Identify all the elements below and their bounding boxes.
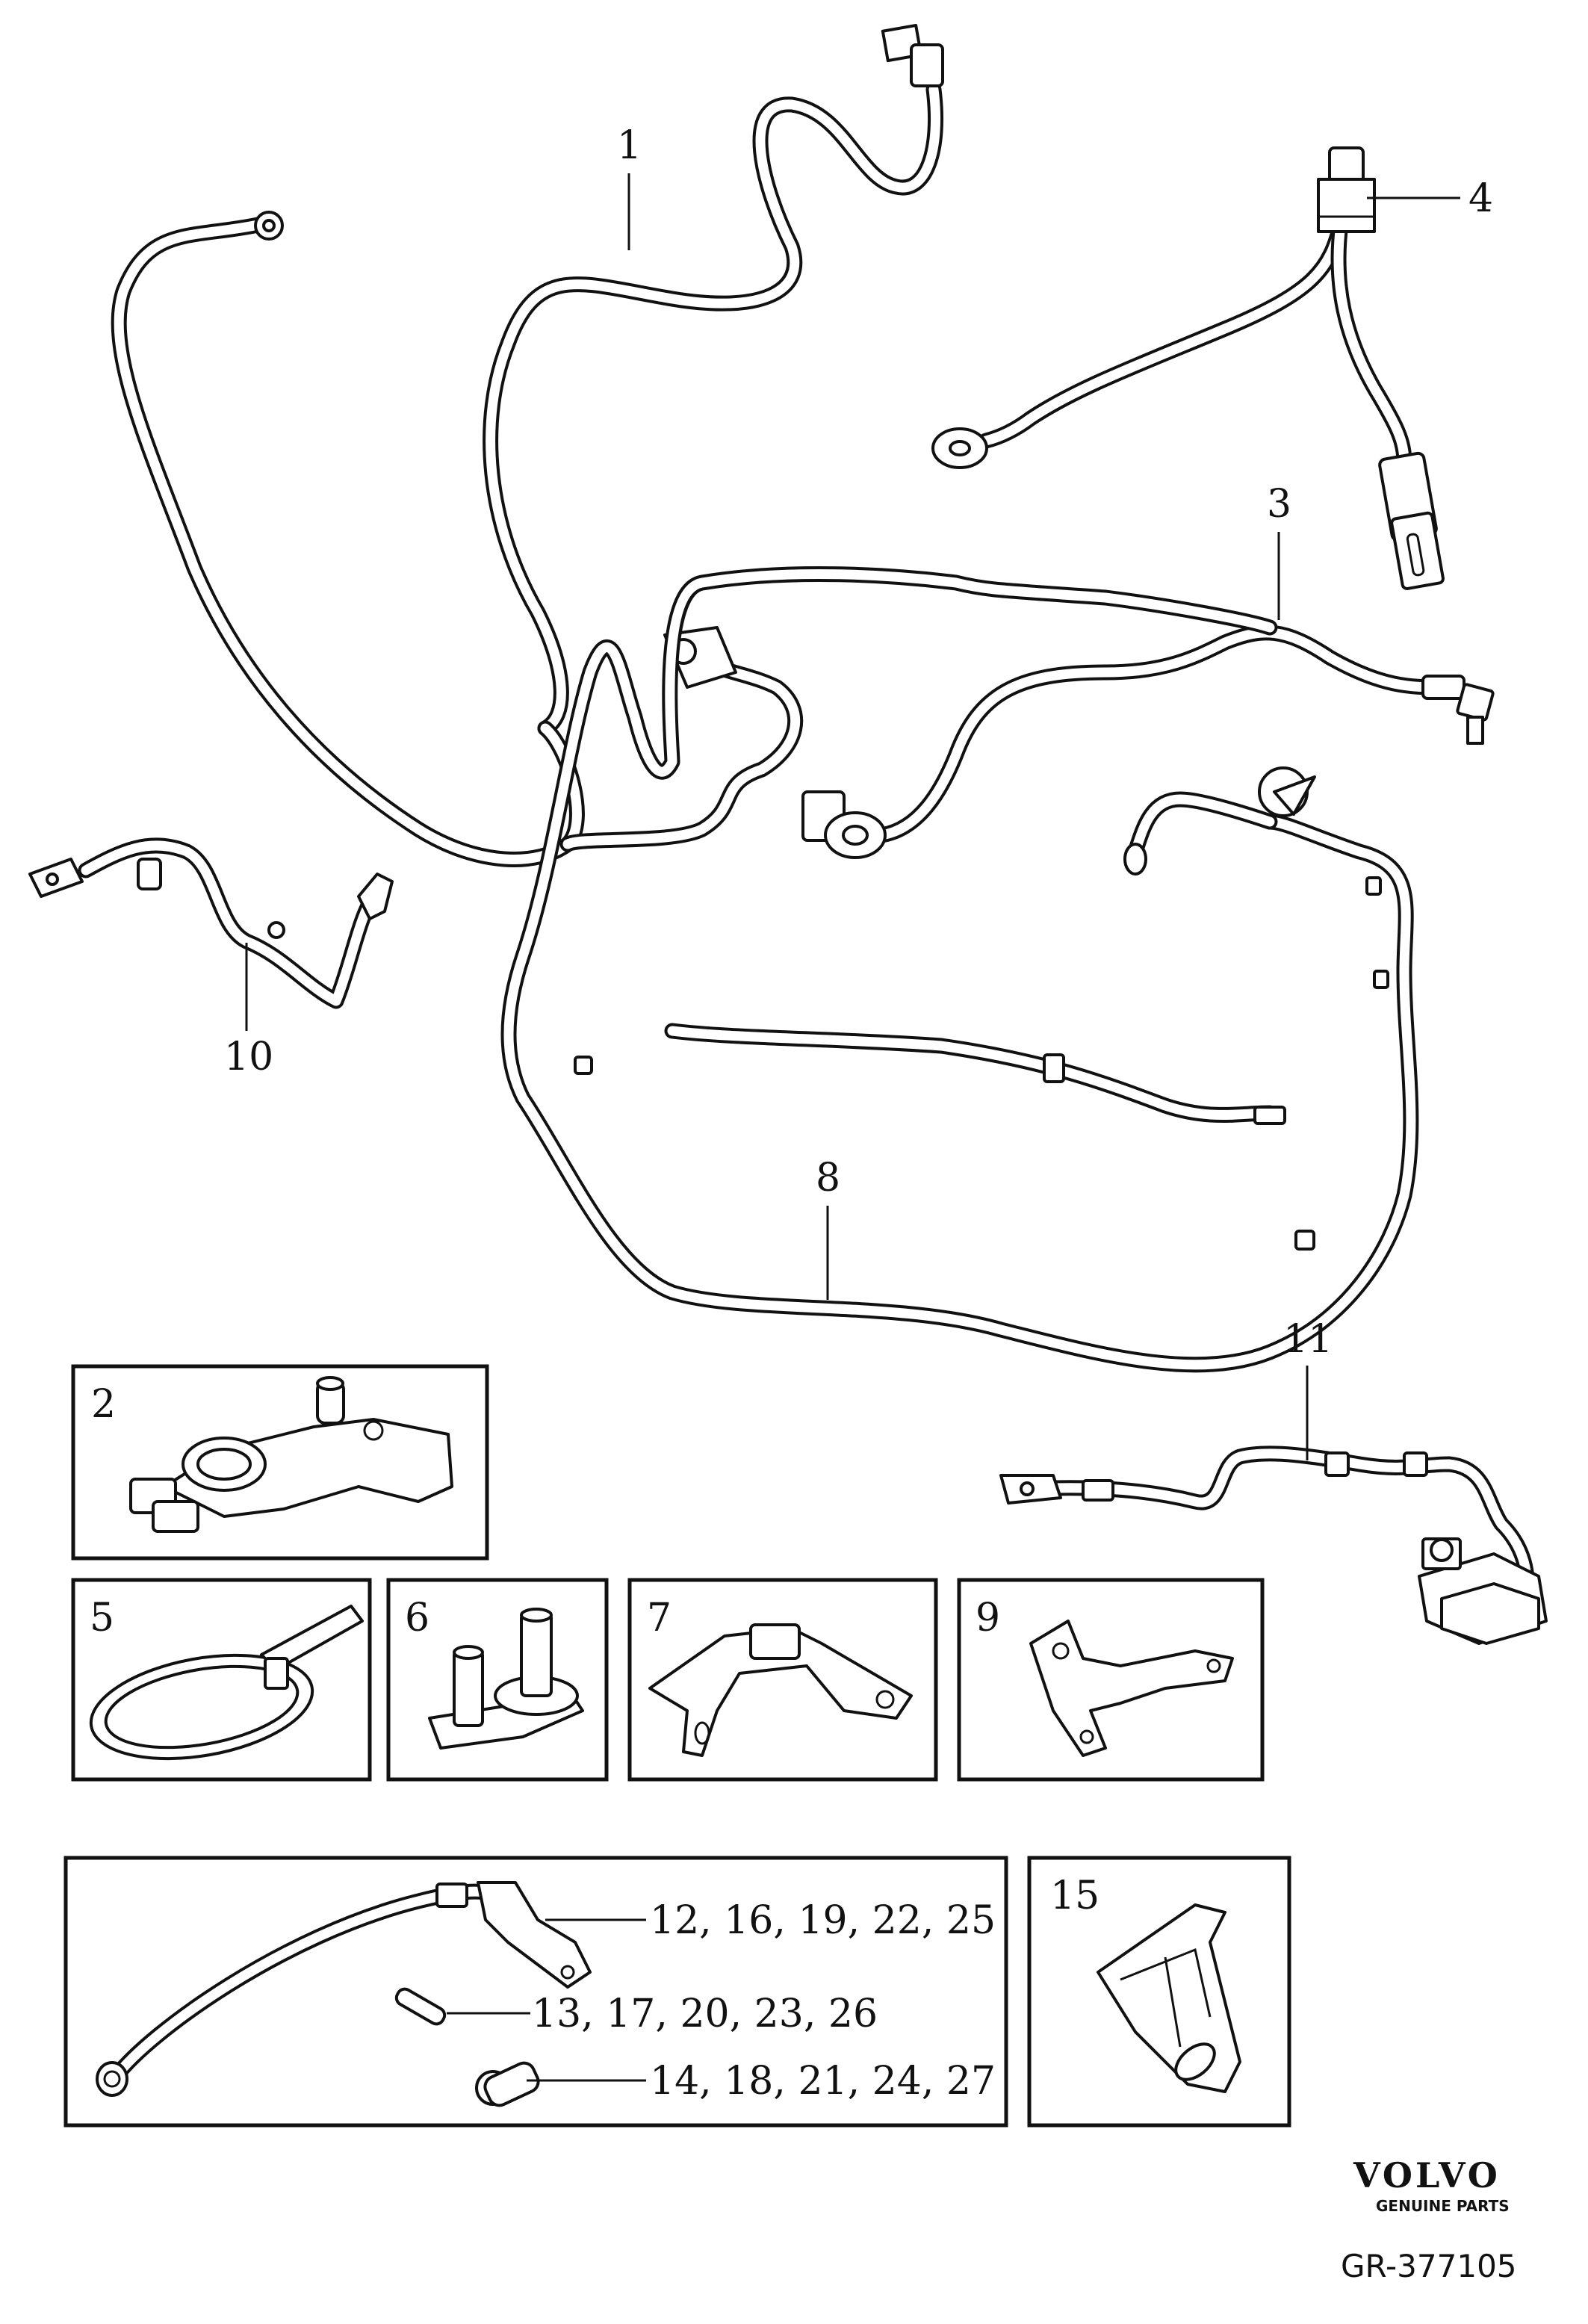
callout-6: 6	[405, 1596, 429, 1640]
callout-3: 3	[1267, 482, 1291, 527]
brand-tagline: GENUINE PARTS	[1376, 2197, 1510, 2215]
callout-9: 9	[976, 1596, 1000, 1640]
callout-1: 1	[617, 123, 642, 168]
box-6: 6	[386, 1578, 609, 1782]
callout-8: 8	[816, 1156, 840, 1200]
box-9: 9	[957, 1578, 1265, 1782]
box-terminal-kit	[63, 1856, 1008, 2128]
callout-10: 10	[224, 1035, 273, 1079]
callout-7: 7	[647, 1596, 672, 1640]
volvo-logo: VOLVO	[1353, 2155, 1501, 2196]
callout-2: 2	[91, 1382, 116, 1427]
harness-8	[500, 565, 1419, 1373]
box-5: 5	[71, 1578, 372, 1782]
callout-5: 5	[90, 1596, 114, 1640]
cable-3	[801, 625, 1495, 859]
callout-terminal: 12, 16, 19, 22, 25	[650, 1898, 996, 1943]
callout-fuse: 13, 17, 20, 23, 26	[532, 1992, 878, 2036]
callout-sleeve: 14, 18, 21, 24, 27	[650, 2059, 996, 2104]
cable-1	[111, 23, 944, 867]
box-15: 15	[1027, 1856, 1291, 2128]
callout-4: 4	[1468, 176, 1493, 221]
drawing-code: GR-377105	[1341, 2248, 1517, 2284]
cable-11	[999, 1445, 1548, 1645]
callout-15: 15	[1050, 1874, 1099, 1918]
harness-4	[931, 146, 1445, 591]
harness-10	[28, 837, 394, 1009]
box-7: 7	[627, 1578, 938, 1782]
box-2: 2	[71, 1364, 489, 1561]
callout-11: 11	[1283, 1317, 1333, 1362]
